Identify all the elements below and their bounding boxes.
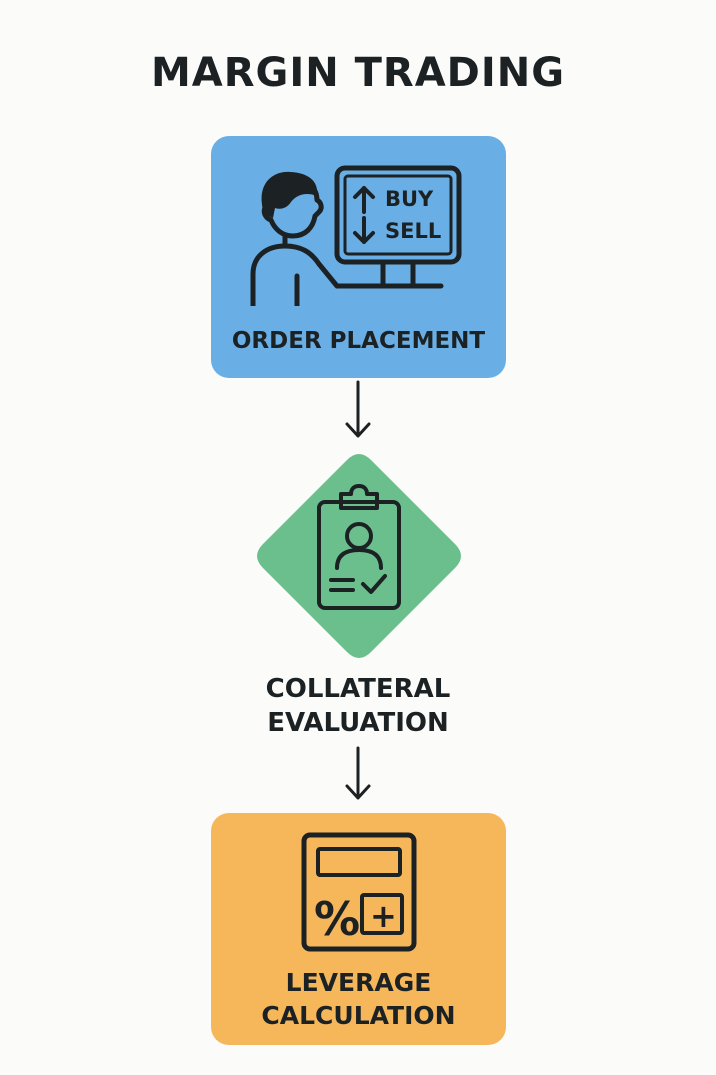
trader-at-computer-icon: BUY SELL [250,165,462,306]
leverage-calculation-label: LEVERAGE CALCULATION [211,966,506,1032]
percent-symbol: % [314,892,360,946]
plus-symbol: + [370,897,397,935]
page-title: MARGIN TRADING [150,50,566,96]
collateral-label-line-2: EVALUATION [267,708,449,738]
collateral-evaluation-diamond [253,450,465,662]
leverage-calculation-box: % + LEVERAGE CALCULATION [211,813,506,1045]
collateral-label-line-1: COLLATERAL [265,674,451,704]
order-placement-box: BUY SELL ORDER PLACEMENT [211,136,506,378]
clipboard-check-icon [317,484,401,610]
sell-label: SELL [385,219,441,243]
leverage-label-line-1: LEVERAGE [285,968,432,997]
calculator-icon: % + [301,832,417,952]
collateral-evaluation-label: COLLATERAL EVALUATION [0,672,716,740]
leverage-label-line-2: CALCULATION [261,1001,456,1030]
order-placement-label: ORDER PLACEMENT [231,328,486,354]
arrow-down-icon [345,746,371,800]
buy-label: BUY [385,187,434,211]
arrow-down-icon [345,380,371,438]
